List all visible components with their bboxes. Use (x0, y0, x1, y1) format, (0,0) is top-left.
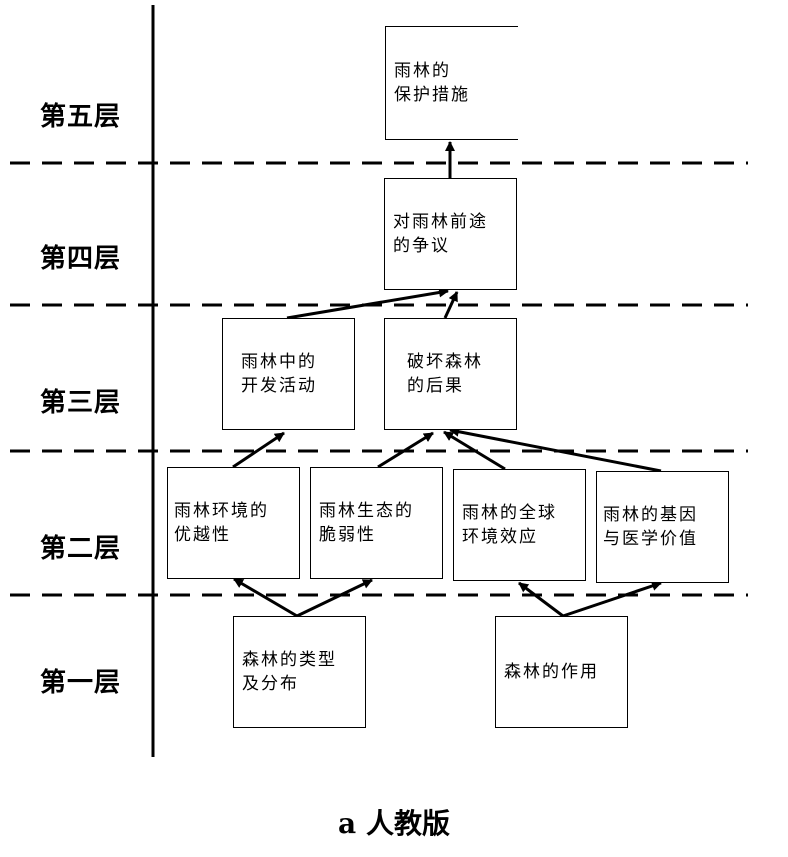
arrow-types-to-advantages (233, 577, 298, 618)
box-rainforest-environment-advantages: 雨林环境的 优越性 (167, 467, 300, 579)
arrow-development-to-future (286, 287, 449, 320)
box-rainforest-gene-medical-value: 雨林的基因 与医学价值 (596, 471, 729, 583)
arrow-gene-to-consequences (449, 426, 662, 473)
level-1-label: 第一层 (40, 668, 122, 698)
box-rainforest-environment-advantages-text: 雨林环境的 优越性 (174, 501, 269, 545)
box-forest-destruction-consequences: 破坏森林 的后果 (384, 318, 517, 430)
box-forest-destruction-consequences-text: 破坏森林 的后果 (407, 352, 483, 396)
box-rainforest-ecology-fragility: 雨林生态的 脆弱性 (310, 467, 443, 579)
box-rainforest-global-effects: 雨林的全球 环境效应 (453, 469, 586, 581)
level-2-label: 第二层 (40, 534, 122, 564)
box-rainforest-ecology-fragility-text: 雨林生态的 脆弱性 (319, 501, 414, 545)
box-forest-functions-text: 森林的作用 (504, 662, 599, 682)
box-forest-types-distribution-text: 森林的类型 及分布 (242, 650, 337, 694)
box-rainforest-protection-text: 雨林的 保护措施 (394, 61, 470, 105)
level-3-label: 第三层 (40, 388, 122, 418)
arrow-advantages-to-development (232, 431, 285, 469)
box-rainforest-global-effects-text: 雨林的全球 环境效应 (462, 503, 557, 547)
box-forest-types-distribution: 森林的类型 及分布 (233, 616, 366, 728)
arrow-consequences-to-future (443, 291, 459, 319)
arrow-functions-to-gene (562, 581, 662, 618)
box-rainforest-protection: 雨林的 保护措施 (385, 26, 518, 140)
box-rainforest-gene-medical-value-text: 雨林的基因 与医学价值 (603, 505, 698, 549)
level-4-label: 第四层 (40, 244, 122, 274)
box-rainforest-future-debate-text: 对雨林前途 的争议 (393, 212, 488, 256)
level-5-label: 第五层 (40, 102, 122, 132)
arrow-fragility-to-consequences (377, 431, 434, 469)
figure-caption: a 人教版 (338, 807, 450, 840)
box-rainforest-future-debate: 对雨林前途 的争议 (384, 178, 517, 290)
arrow-global-to-consequences (443, 430, 506, 471)
arrow-types-to-fragility (296, 578, 373, 618)
box-rainforest-development: 雨林中的 开发活动 (222, 318, 355, 430)
box-rainforest-development-text: 雨林中的 开发活动 (241, 352, 317, 396)
box-forest-functions: 森林的作用 (495, 616, 628, 728)
arrow-functions-to-global (518, 581, 564, 618)
